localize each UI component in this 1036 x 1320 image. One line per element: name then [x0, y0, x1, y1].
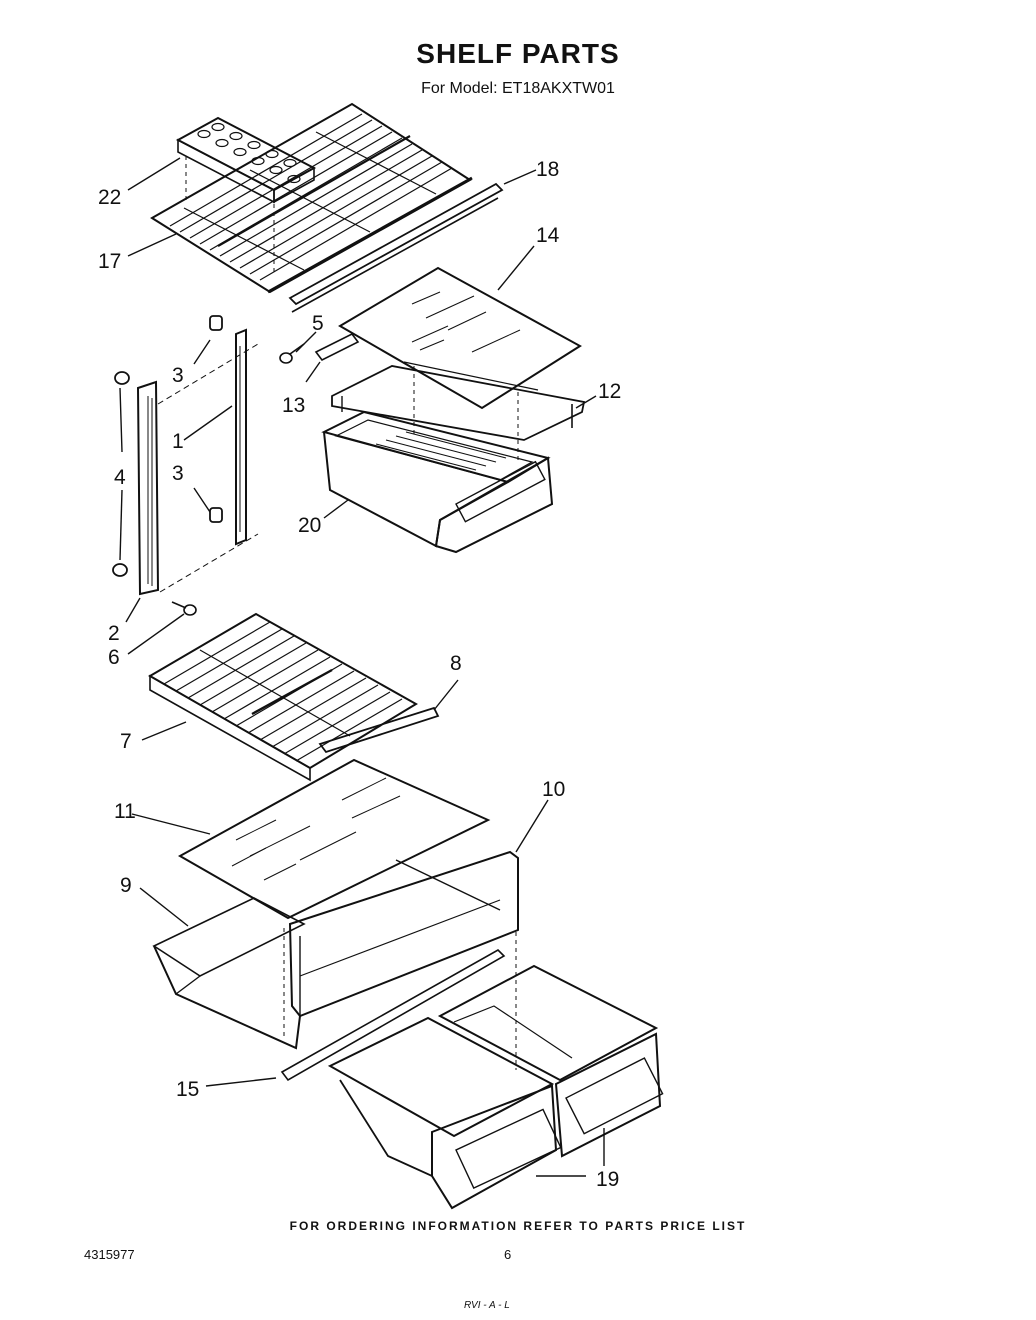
callout-19: 19: [596, 1168, 619, 1191]
callout-18: 18: [536, 158, 559, 181]
part-10-crisper-frame: [288, 850, 519, 1018]
callout-22: 22: [98, 186, 121, 209]
part-20-meat-pan: [321, 366, 554, 554]
page-number: 6: [504, 1247, 512, 1262]
page-title: SHELF PARTS: [416, 38, 620, 69]
callout-10: 10: [542, 778, 565, 801]
revision-stamp: RVI - A - L: [464, 1300, 510, 1311]
callout-9: 9: [120, 874, 132, 897]
callout-2: 2: [108, 622, 120, 645]
part-9-pan-support: [152, 897, 517, 1070]
model-line: For Model: ET18AKXTW01: [421, 80, 615, 97]
callout-1: 1: [172, 430, 184, 453]
callout-14: 14: [536, 224, 560, 247]
callout-20: 20: [298, 514, 321, 537]
part-4-bumpers: [112, 371, 130, 577]
part-22-ice-tray: [175, 116, 317, 272]
part-18-shelf-trim: [288, 182, 504, 313]
part-19-crisper-drawer-left: [327, 1016, 562, 1210]
document-number: 4315977: [84, 1247, 135, 1262]
callout-8: 8: [450, 652, 462, 675]
callout-labels: 22 17 18 14 5 3 13 12 4 1 3 20 2 6 8 7 1…: [98, 158, 621, 1191]
part-11-crisper-cover-glass: [177, 758, 491, 920]
part-3-end-caps: [209, 315, 223, 523]
callout-7: 7: [120, 730, 132, 753]
part-15-trim-strip: [280, 949, 506, 1082]
part-19-crisper-drawer-right: [437, 964, 664, 1158]
callout-4: 4: [114, 466, 126, 489]
callout-3-bottom: 3: [172, 462, 184, 485]
rail-connection-lines: [157, 343, 259, 593]
callout-12: 12: [598, 380, 621, 403]
ordering-note: FOR ORDERING INFORMATION REFER TO PARTS …: [289, 1219, 747, 1233]
callout-3-top: 3: [172, 364, 184, 387]
callout-11: 11: [114, 800, 136, 823]
part-1-rail-right: [235, 328, 247, 546]
part-2-rail-left: [136, 380, 160, 596]
callout-13: 13: [282, 394, 305, 417]
callout-17: 17: [98, 250, 121, 273]
part-12-cover-frame: [331, 361, 586, 441]
part-17-freezer-wire-shelf: [150, 102, 473, 294]
callout-6: 6: [108, 646, 120, 669]
part-6-screw: [171, 601, 197, 616]
leader-lines: [119, 157, 605, 1177]
part-14-glass-shelf: [338, 266, 582, 410]
callout-5: 5: [312, 312, 324, 335]
part-7-wire-shelf: [148, 612, 418, 782]
part-8-shelf-trim: [318, 706, 440, 754]
callout-15: 15: [176, 1078, 199, 1101]
part-13-trim: [314, 332, 360, 362]
